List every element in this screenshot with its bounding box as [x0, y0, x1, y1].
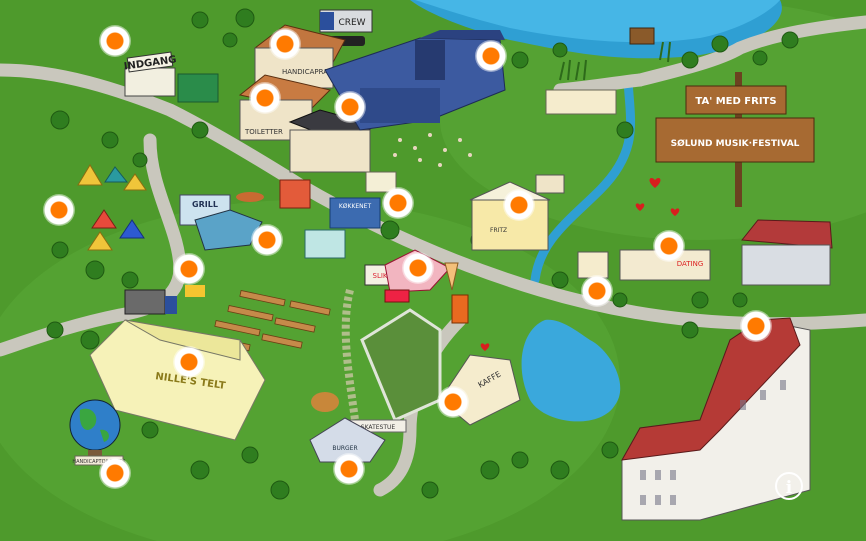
ta-med-frits-label: TA' MED FRITS	[695, 96, 776, 107]
crew-truck: CREW	[319, 9, 373, 33]
reeds	[559, 41, 671, 81]
hotspot-food-court[interactable]	[382, 187, 414, 219]
slik-label: SLIK	[373, 272, 388, 280]
hotspot-slik[interactable]	[402, 252, 434, 284]
small-stage	[304, 229, 346, 259]
main-stage	[324, 30, 506, 131]
burger-tent: BURGER	[309, 417, 386, 463]
delivery-truck	[124, 289, 177, 315]
tent-cream	[365, 171, 397, 193]
first-aid-building	[288, 109, 377, 173]
dock	[629, 27, 655, 45]
info-button[interactable]: i	[775, 472, 803, 500]
fritz-label: FRITZ	[490, 227, 507, 234]
yellow-cart	[185, 285, 205, 297]
slik-box	[384, 289, 410, 303]
toilets-label: TOILETTER	[244, 128, 283, 136]
globe: HANDICAPTOILETTER	[69, 399, 126, 466]
hotspot-fritz[interactable]	[503, 189, 535, 221]
burger-prop	[311, 392, 339, 412]
crafts-booth	[577, 251, 609, 279]
hotdog-prop	[236, 192, 264, 202]
grey-building	[741, 219, 833, 286]
nilles-tent: NILLE'S TELT	[89, 319, 266, 441]
tent-cluster-right	[545, 89, 617, 115]
pond	[521, 319, 621, 422]
hotspot-globe[interactable]	[99, 457, 131, 489]
hotspot-burger[interactable]	[333, 453, 365, 485]
ice-cream	[444, 262, 459, 291]
ulla-booth	[177, 73, 219, 103]
dating-building: DATING	[619, 249, 711, 281]
food-booth-row	[279, 179, 311, 209]
hotspot-dating[interactable]	[653, 230, 685, 262]
grill-stand: GRILL	[179, 194, 263, 251]
hotspot-camping[interactable]	[43, 194, 75, 226]
hotspot-truck[interactable]	[173, 253, 205, 285]
hotspot-mansion[interactable]	[740, 310, 772, 342]
grill-label: GRILL	[192, 200, 218, 209]
signpost: TA' MED FRITS SØLUND MUSIK·FESTIVAL	[655, 72, 815, 207]
hotspot-indgang[interactable]	[99, 25, 131, 57]
skatestue-label: SKATESTUE	[361, 424, 396, 431]
hotspot-kaffe[interactable]	[437, 386, 469, 418]
hotspot-grill[interactable]	[251, 224, 283, 256]
hotspot-toilets[interactable]	[249, 82, 281, 114]
hotspot-nilles-telt[interactable]	[173, 346, 205, 378]
koekkenet-label: KØKKENET	[339, 203, 372, 210]
handicap-label: HANDICAPRAMPE	[282, 68, 343, 76]
hotspot-handicap[interactable]	[269, 28, 301, 60]
hotspot-crafts[interactable]	[581, 275, 613, 307]
tent-camp	[77, 164, 147, 251]
kokken-booth: KØKKENET	[329, 197, 381, 229]
orange-booth	[451, 294, 469, 324]
hotspot-first-aid[interactable]	[334, 91, 366, 123]
hotspot-main-stage[interactable]	[475, 40, 507, 72]
crew-label: CREW	[338, 18, 365, 28]
grill-kitchen	[535, 174, 565, 194]
dating-label: DATING	[677, 260, 704, 268]
burger-label: BURGER	[332, 445, 357, 452]
festival-label: SØLUND MUSIK·FESTIVAL	[671, 138, 800, 149]
mansion	[621, 317, 811, 521]
entrance-gate: INDGANG	[123, 51, 177, 97]
globe-sign: HANDICAPTOILETTER	[72, 459, 126, 465]
